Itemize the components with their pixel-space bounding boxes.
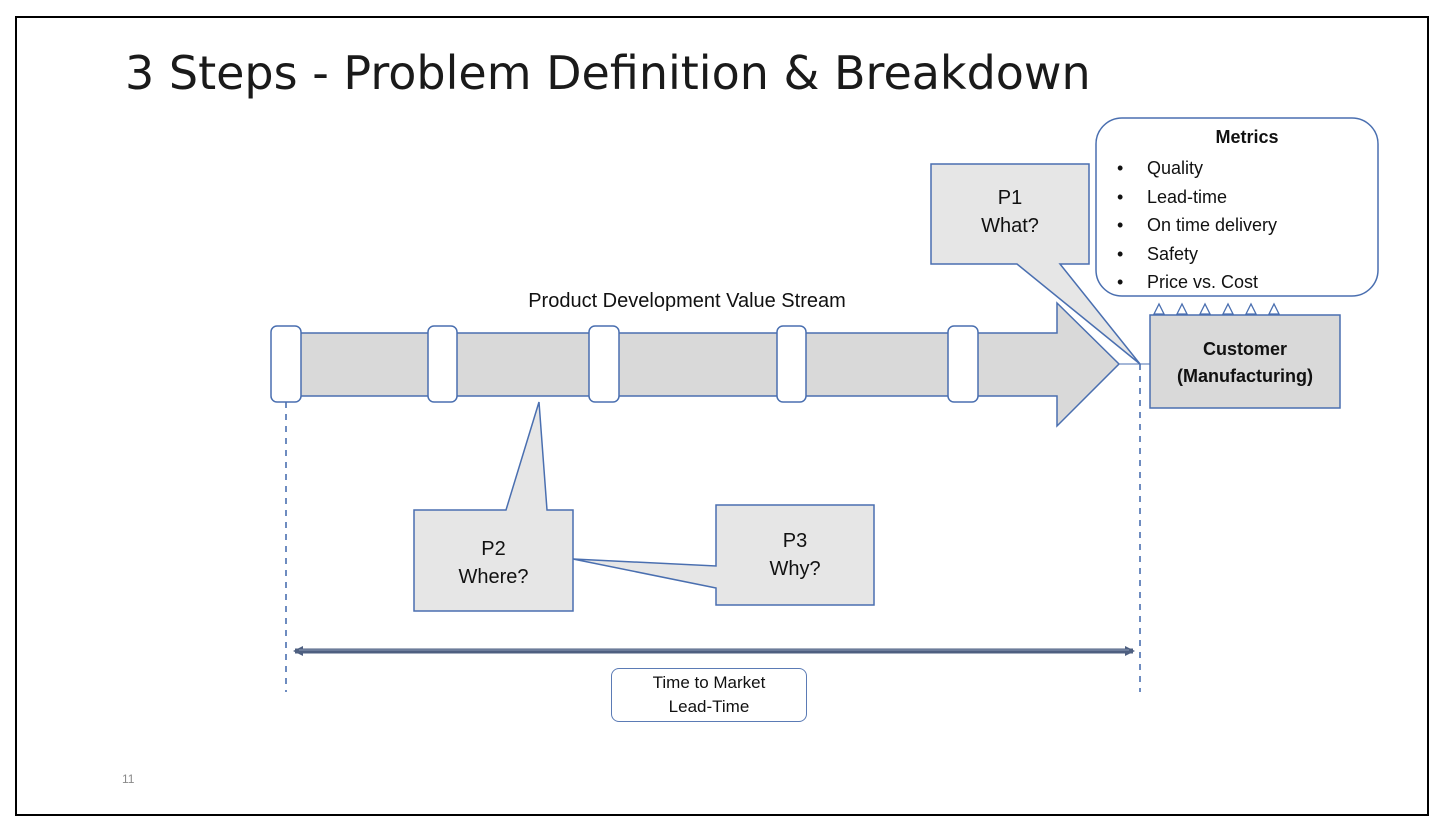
- stage-gate: [776, 325, 807, 403]
- metrics-title: Metrics: [1215, 127, 1279, 147]
- metrics-item: •Price vs. Cost: [1117, 272, 1259, 292]
- stage-gate: [427, 325, 458, 403]
- customer-title: Customer: [1202, 339, 1287, 359]
- stage-gate: [270, 325, 302, 403]
- time-to-market-title: Time to Market: [652, 673, 766, 692]
- stage-gate: [588, 325, 620, 403]
- metrics-item: •Lead-time: [1117, 186, 1228, 207]
- p2-callout-question: Where?: [458, 566, 529, 588]
- p3-callout: P3 Why?: [716, 527, 874, 583]
- p1-callout: P1 What?: [931, 184, 1089, 240]
- customer-box: [1149, 314, 1341, 409]
- p1-callout-id: P1: [997, 187, 1023, 209]
- metrics-item: •Safety: [1117, 243, 1199, 264]
- stage-gate: [947, 325, 979, 403]
- p1-callout-question: What?: [981, 215, 1039, 237]
- metrics-item: •Quality: [1117, 158, 1204, 178]
- value-stream-label: Product Development Value Stream: [528, 290, 846, 312]
- customer-label: Customer (Manufacturing): [1150, 336, 1340, 390]
- diagram-canvas: [270, 117, 1379, 692]
- p2-callout: P2 Where?: [414, 535, 573, 591]
- p3-callout-shape: [572, 504, 875, 606]
- customer-subtitle: (Manufacturing): [1177, 366, 1313, 386]
- metrics-list: •Quality •Lead-time •On time delivery •S…: [1105, 154, 1277, 297]
- slide: 3 Steps - Problem Definition & Breakdown…: [15, 16, 1429, 816]
- time-to-market-label: Time to Market Lead-Time: [611, 668, 807, 722]
- metrics-item: •On time delivery: [1117, 215, 1278, 235]
- slide-title: 3 Steps - Problem Definition & Breakdown: [125, 46, 1091, 100]
- metrics-box: [1095, 117, 1379, 297]
- page-number: 11: [122, 772, 135, 786]
- time-to-market-subtitle: Lead-Time: [668, 697, 750, 716]
- p3-callout-question: Why?: [769, 558, 821, 580]
- p3-callout-id: P3: [782, 530, 808, 552]
- p2-callout-shape: [413, 401, 574, 612]
- value-stream-arrow: [281, 301, 1121, 428]
- p2-callout-id: P2: [481, 538, 506, 560]
- metrics-connector-triangles: [1152, 302, 1281, 315]
- p1-callout-shape: [930, 163, 1141, 365]
